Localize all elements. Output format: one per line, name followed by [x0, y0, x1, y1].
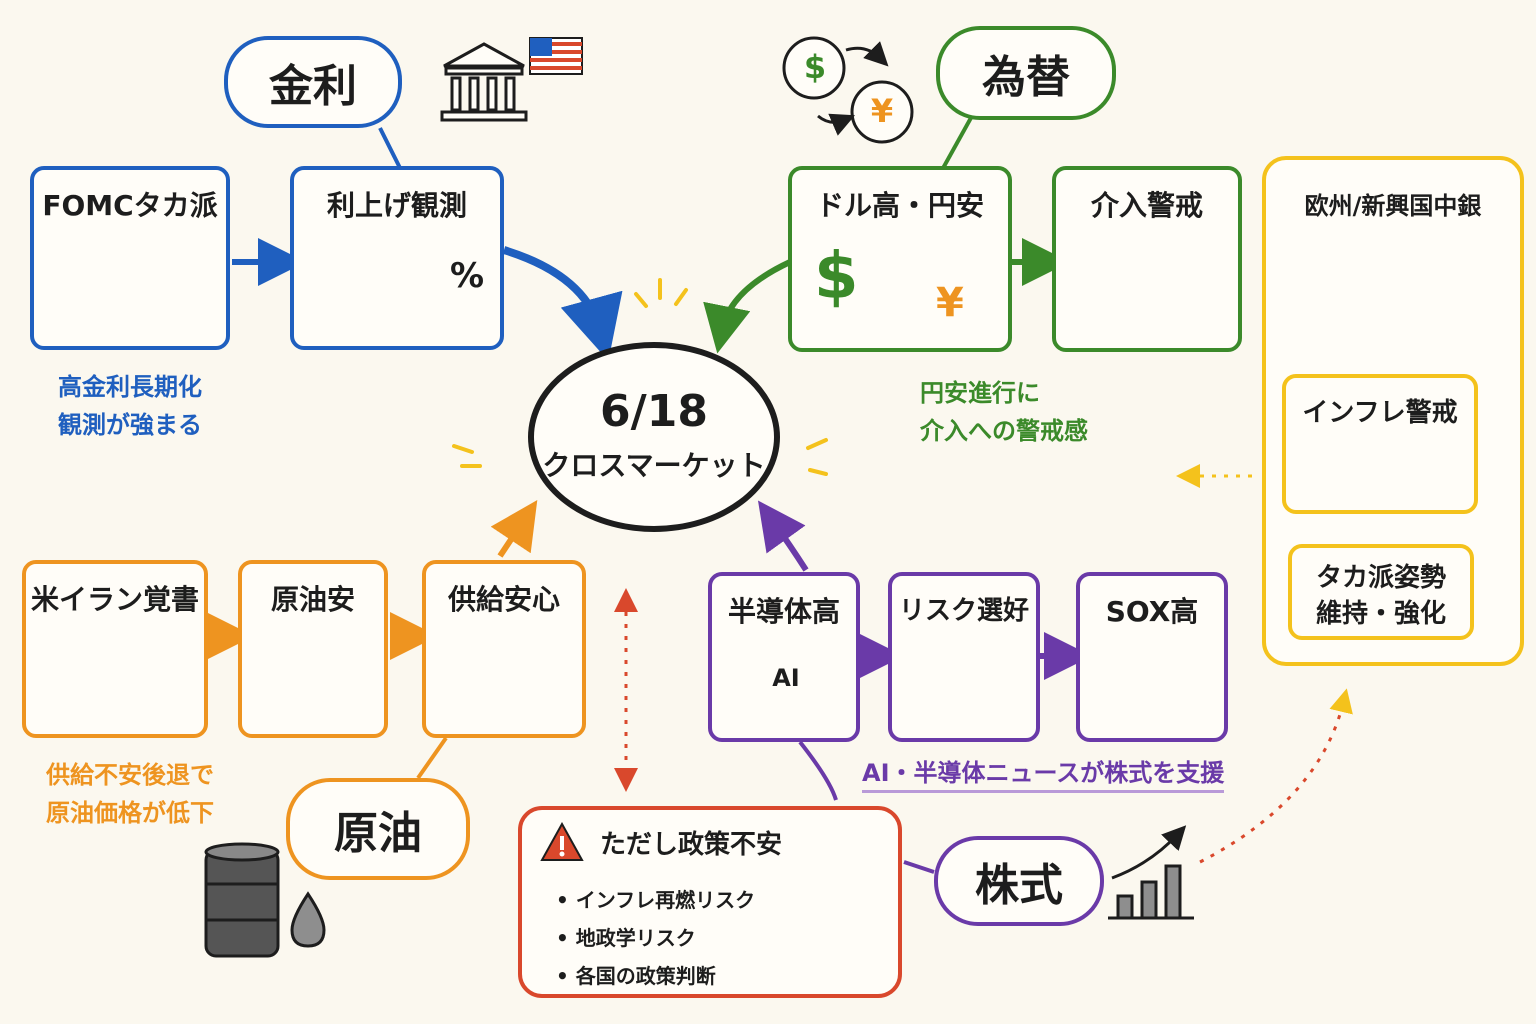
ai-chip-label: AI [772, 664, 800, 692]
intervention-alert-title: 介入警戒 [1090, 189, 1203, 222]
rates-note-line1: 高金利長期化 [58, 373, 202, 401]
intervention-alert-box: 介入警戒 [1052, 166, 1242, 352]
oil-barrel-icon [204, 842, 280, 958]
risk-item-1-text: インフレ再燃リスク [575, 888, 756, 912]
supply-relief-title: 供給安心 [447, 583, 560, 616]
risk-appetite-box: リスク選好 [888, 572, 1040, 742]
stocks-connectors [757, 500, 1092, 874]
yen-symbol: ¥ [870, 92, 894, 130]
center-sparkles [452, 278, 828, 476]
rates-category-pill: 金利 [224, 36, 402, 128]
percent-symbol: % [450, 256, 485, 296]
oil-category-pill: 原油 [286, 778, 470, 880]
strong-dollar-weak-yen-box: ドル高・円安 $ ¥ [788, 166, 1012, 352]
stock-bar-chart-icon [1108, 825, 1194, 920]
hawkish-stance-box: タカ派姿勢 維持・強化 [1288, 544, 1474, 640]
rate-hike-title: 利上げ観測 [326, 189, 467, 222]
fomc-hawkish-title: FOMCタカ派 [42, 189, 218, 222]
center-date: 6/18 [600, 386, 708, 437]
sox-rally-box: SOX高 [1076, 572, 1228, 742]
sox-rally-title: SOX高 [1105, 595, 1199, 628]
strong-dollar-title: ドル高・円安 [815, 189, 984, 222]
us-flag-icon [529, 37, 583, 75]
dollar-yen-exchange-icon [782, 36, 914, 144]
stocks-note: AI・半導体ニュースが株式を支援 [862, 756, 1225, 793]
risk-connectors [614, 588, 1353, 864]
fx-category-label: 為替 [982, 52, 1070, 103]
oil-category-label: 原油 [334, 808, 422, 859]
rates-note: 高金利長期化 観測が強まる [58, 368, 202, 444]
risk-item-2-text: 地政学リスク [575, 926, 696, 950]
red-warning-icon [540, 822, 584, 861]
rates-connectors [232, 127, 623, 361]
oil-note-line2: 原油価格が低下 [46, 799, 214, 827]
oil-price-drop-box: 原油安 [238, 560, 388, 738]
policy-risk-box [518, 806, 902, 998]
inflation-alert-title: インフレ警戒 [1302, 398, 1458, 428]
bank-icon [440, 42, 528, 122]
risk-item-3-text: 各国の政策判断 [575, 964, 716, 988]
fx-category-pill: 為替 [936, 26, 1116, 120]
yen-sign-large: ¥ [936, 280, 964, 326]
hawkish-stance-line1: タカ派姿勢 [1315, 563, 1446, 593]
us-iran-memo-box: 米イラン覚書 [22, 560, 208, 738]
fx-note-line1: 円安進行に [920, 379, 1040, 407]
central-banks-title: 欧州/新興国中銀 [1304, 192, 1482, 220]
risk-item-2: • 地政学リスク [556, 926, 696, 950]
oil-drop-icon [290, 891, 326, 948]
fx-note-line2: 介入への警戒感 [920, 417, 1088, 445]
oil-note-line1: 供給不安後退で [46, 761, 214, 789]
supply-relief-box: 供給安心 [422, 560, 586, 738]
risk-appetite-title: リスク選好 [898, 596, 1029, 626]
oil-price-drop-title: 原油安 [270, 583, 355, 616]
hawkish-stance-text: タカ派姿勢 維持・強化 [1292, 560, 1470, 632]
rate-hike-expectation-box: 利上げ観測 % [290, 166, 504, 350]
rates-category-label: 金利 [269, 61, 357, 112]
fx-connectors [703, 115, 1070, 354]
hawkish-stance-line2: 維持・強化 [1315, 599, 1446, 629]
inflation-alert-box: インフレ警戒 [1282, 374, 1478, 514]
center-label: クロスマーケット [542, 449, 766, 482]
semiconductor-rally-title: 半導体高 [727, 595, 840, 628]
rates-note-line2: 観測が強まる [58, 411, 202, 439]
us-iran-memo-title: 米イラン覚書 [30, 583, 199, 616]
stocks-category-label: 株式 [975, 860, 1063, 911]
policy-risk-title: ただし政策不安 [600, 830, 783, 860]
dollar-symbol: $ [803, 48, 827, 86]
dollar-sign-large: $ [814, 240, 859, 314]
fx-note: 円安進行に 介入への警戒感 [920, 374, 1088, 450]
fomc-hawkish-box: FOMCタカ派 [30, 166, 230, 350]
oil-connectors [206, 500, 538, 780]
semiconductor-rally-box: 半導体高 AI [708, 572, 860, 742]
risk-item-1: • インフレ再燃リスク [556, 888, 756, 912]
oil-note: 供給不安後退で 原油価格が低下 [46, 756, 214, 832]
center-circle: 6/18 クロスマーケット [528, 342, 780, 532]
stocks-category-pill: 株式 [934, 836, 1104, 926]
risk-item-3: • 各国の政策判断 [556, 964, 716, 988]
